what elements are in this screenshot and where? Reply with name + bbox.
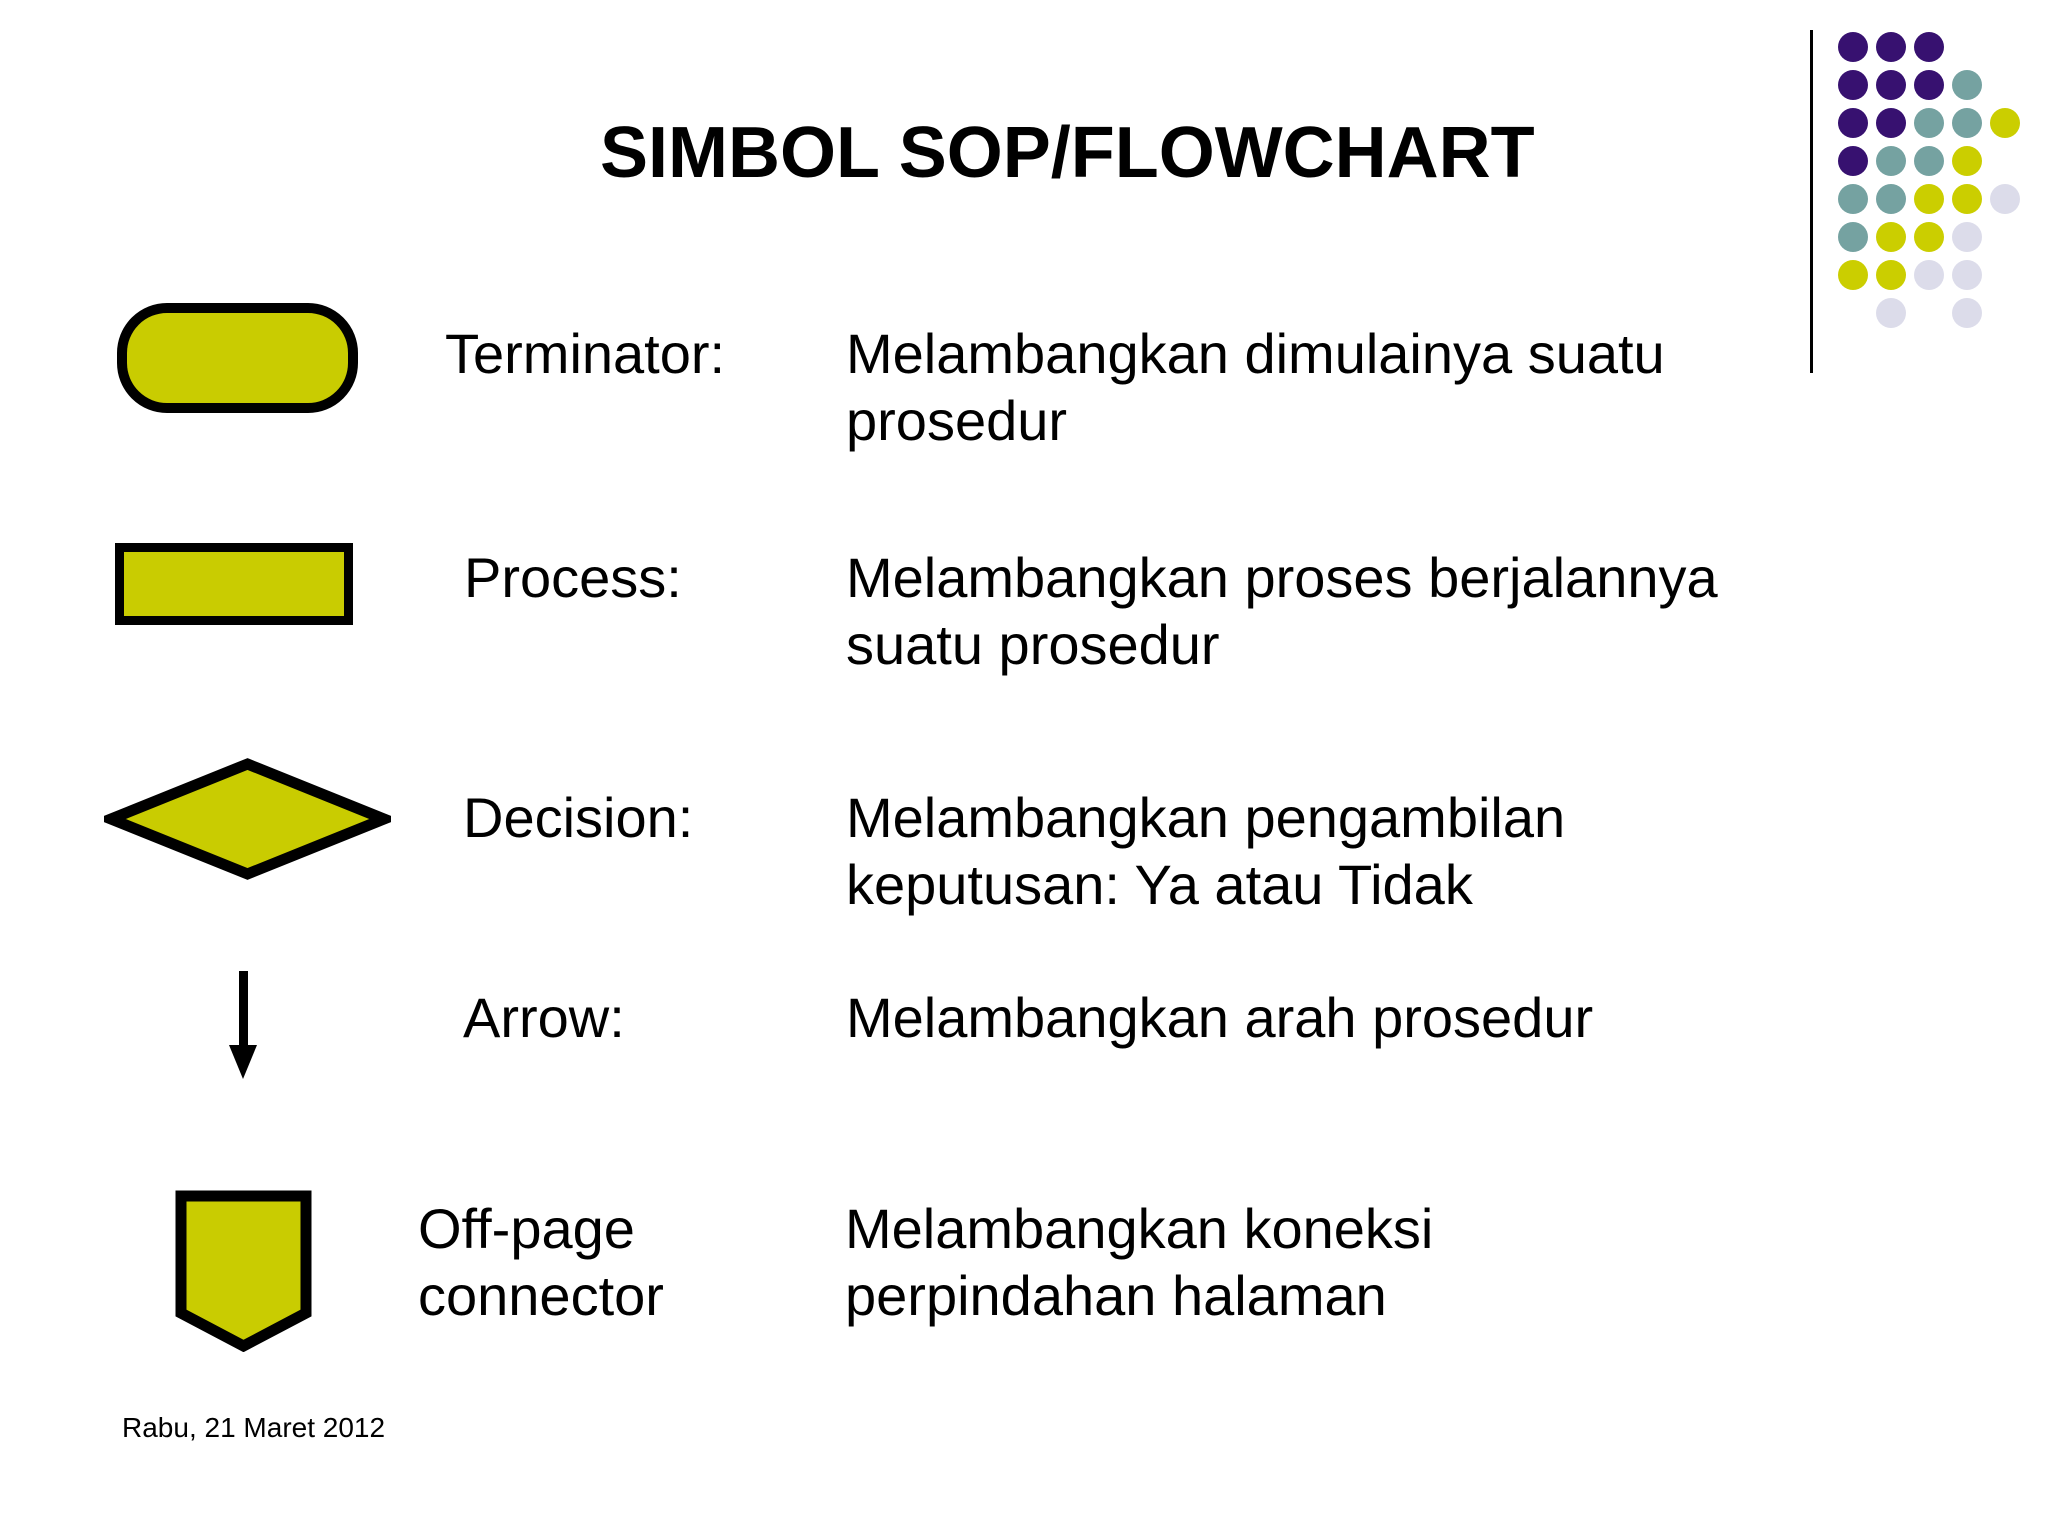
dot bbox=[1952, 298, 1982, 328]
dot bbox=[1838, 108, 1868, 138]
dot bbox=[1952, 260, 1982, 290]
dot bbox=[1876, 32, 1906, 62]
dot bbox=[1838, 222, 1868, 252]
dot bbox=[1876, 108, 1906, 138]
dot bbox=[1952, 222, 1982, 252]
off-page-connector-shape bbox=[175, 1190, 312, 1352]
dot bbox=[1914, 108, 1944, 138]
dot bbox=[1876, 146, 1906, 176]
legend-desc-arrow: Melambangkan arah prosedur bbox=[846, 986, 1594, 1049]
terminator-shape bbox=[117, 303, 358, 413]
dot bbox=[1876, 260, 1906, 290]
slide-date: Rabu, 21 Maret 2012 bbox=[122, 1412, 386, 1443]
dot bbox=[1914, 70, 1944, 100]
dot bbox=[1952, 108, 1982, 138]
dot bbox=[1952, 146, 1982, 176]
legend-desc-terminator: Melambangkan dimulainya suatu prosedur bbox=[846, 322, 1665, 452]
page-title: SIMBOL SOP/FLOWCHART bbox=[600, 113, 1535, 193]
dot bbox=[1914, 222, 1944, 252]
process-shape bbox=[115, 543, 353, 625]
dot bbox=[1876, 184, 1906, 214]
dot bbox=[1914, 184, 1944, 214]
dot-pattern bbox=[0, 0, 2048, 360]
dot bbox=[1990, 184, 2020, 214]
divider-line bbox=[1810, 30, 1813, 373]
dot bbox=[1838, 260, 1868, 290]
dot bbox=[1914, 260, 1944, 290]
dot bbox=[1838, 146, 1868, 176]
legend-label-decision: Decision: bbox=[463, 786, 694, 849]
dot bbox=[1876, 70, 1906, 100]
legend-desc-off-page-connector: Melambangkan koneksi perpindahan halaman bbox=[845, 1197, 1434, 1327]
dot bbox=[1914, 146, 1944, 176]
legend-desc-process: Melambangkan proses berjalannya suatu pr… bbox=[846, 546, 1718, 676]
legend-desc-decision: Melambangkan pengambilan keputusan: Ya a… bbox=[846, 786, 1566, 916]
legend-label-off-page-connector: Off-page connector bbox=[418, 1197, 664, 1327]
decision-shape bbox=[104, 758, 391, 880]
dot bbox=[1838, 70, 1868, 100]
dot bbox=[1838, 184, 1868, 214]
dot bbox=[1952, 184, 1982, 214]
legend-label-process: Process: bbox=[464, 546, 682, 609]
legend-label-terminator: Terminator: bbox=[445, 322, 726, 385]
dot bbox=[1990, 108, 2020, 138]
dot bbox=[1952, 70, 1982, 100]
dot bbox=[1876, 298, 1906, 328]
arrow-icon bbox=[229, 971, 257, 1079]
legend-label-arrow: Arrow: bbox=[463, 986, 625, 1049]
dot bbox=[1914, 32, 1944, 62]
dot bbox=[1876, 222, 1906, 252]
dot bbox=[1838, 32, 1868, 62]
